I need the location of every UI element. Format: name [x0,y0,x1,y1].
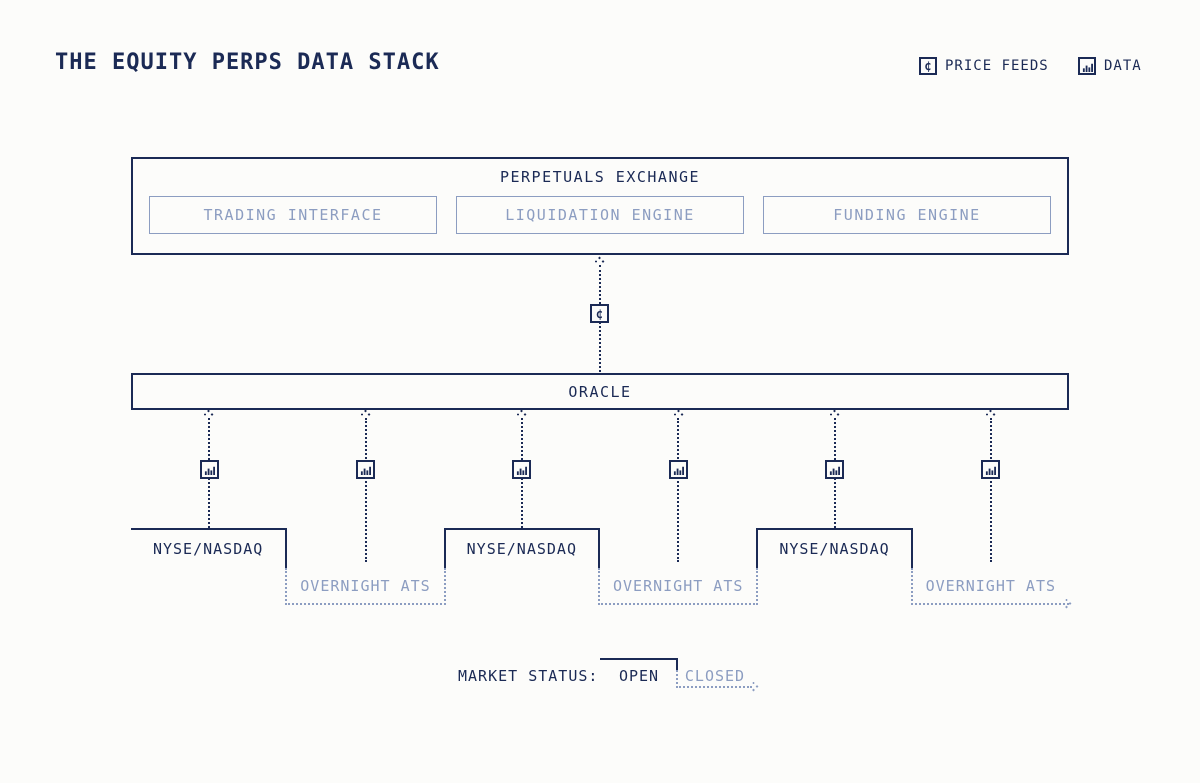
overnight-segment-label: OVERNIGHT ATS [612,576,744,595]
exchange-title: PERPETUALS EXCHANGE [499,168,701,186]
open-segment-label: NYSE/NASDAQ [779,540,890,558]
page-title: THE EQUITY PERPS DATA STACK [55,50,440,75]
module-trading-interface: TRADING INTERFACE [149,196,437,234]
status-closed-box [676,670,752,688]
timeline-open-segment: NYSE/NASDAQ [756,528,913,568]
open-segment-label: NYSE/NASDAQ [466,540,577,558]
cent-icon: ¢ [919,57,937,75]
price-feeds-label: PRICE FEEDS [945,58,1049,74]
timeline-open-segment: NYSE/NASDAQ [131,528,288,568]
feed-bar-chart-icon [199,460,219,479]
feed-connector [677,418,680,562]
timeline-overnight-segment: OVERNIGHT ATS [285,568,446,605]
overnight-segment-label: OVERNIGHT ATS [300,576,431,595]
timeline-overnight-segment: OVERNIGHT ATS [598,568,759,605]
oracle-box: ORACLE [131,373,1069,410]
data-label: DATA [1104,58,1142,74]
timeline-arrow-icon [1061,598,1072,609]
timeline-overnight-segment: OVERNIGHT ATS [910,568,1069,605]
bar-chart-icon [1078,57,1096,75]
market-status-label: MARKET STATUS: [458,667,599,685]
feed-bar-chart-icon [981,460,1001,479]
price-feeds-legend-item: ¢ PRICE FEEDS [919,57,1049,75]
feed-connector [364,418,367,562]
timeline-open-segment: NYSE/NASDAQ [443,528,600,568]
feed-bar-chart-icon [356,460,375,479]
feed-connector [989,418,992,562]
module-liquidation-engine: LIQUIDATION ENGINE [456,196,744,234]
feed-bar-chart-icon [668,460,688,479]
price-feed-cent-icon: ¢ [590,304,609,323]
feed-bar-chart-icon [825,460,844,479]
exchange-modules: TRADING INTERFACE LIQUIDATION ENGINE FUN… [149,196,1051,234]
module-funding-engine: FUNDING ENGINE [763,196,1051,234]
status-arrow-icon [748,681,759,692]
status-open-line [600,658,678,670]
perpetuals-exchange-box: PERPETUALS EXCHANGE TRADING INTERFACE LI… [131,157,1069,255]
status-open-label: OPEN [618,667,660,685]
open-segment-label: NYSE/NASDAQ [152,540,264,558]
status-closed-label: CLOSED [684,667,746,685]
overnight-segment-label: OVERNIGHT ATS [925,576,1057,595]
data-legend-item: DATA [1078,57,1142,75]
feed-bar-chart-icon [512,460,532,479]
oracle-label: ORACLE [568,382,632,401]
